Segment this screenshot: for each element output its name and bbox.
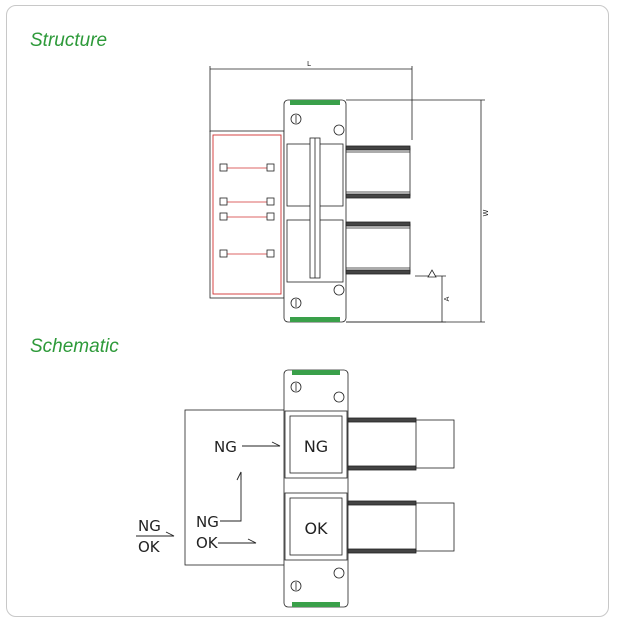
box-ng-label: NG (304, 437, 328, 456)
ng-arrow-label: NG (214, 438, 237, 456)
dim-a-label: A (443, 296, 451, 301)
ng-return-label: NG (196, 513, 219, 531)
schematic-title: Schematic (30, 336, 119, 357)
main-unit-body (283, 99, 347, 323)
dimension-a (346, 269, 446, 323)
schematic-unit-body (283, 369, 349, 608)
schematic-conveyor-upper (347, 417, 455, 471)
input-ng-label: NG (138, 517, 161, 535)
conveyor-lower (345, 221, 411, 275)
conveyor-upper (345, 145, 411, 199)
structure-title: Structure (30, 30, 108, 51)
input-ok-label: OK (138, 538, 161, 556)
schematic-conveyor-lower (347, 500, 455, 554)
dimension-l (209, 66, 413, 140)
dim-l-label: L (307, 60, 311, 68)
dim-w-label: W (482, 209, 490, 216)
ok-arrow-label: OK (196, 534, 219, 552)
ok-in-arrow (218, 538, 257, 544)
ng-return-arrow (220, 471, 242, 522)
ng-in-arrow (242, 441, 281, 447)
box-ok-label: OK (304, 519, 328, 538)
input-arrow-head (165, 531, 175, 537)
